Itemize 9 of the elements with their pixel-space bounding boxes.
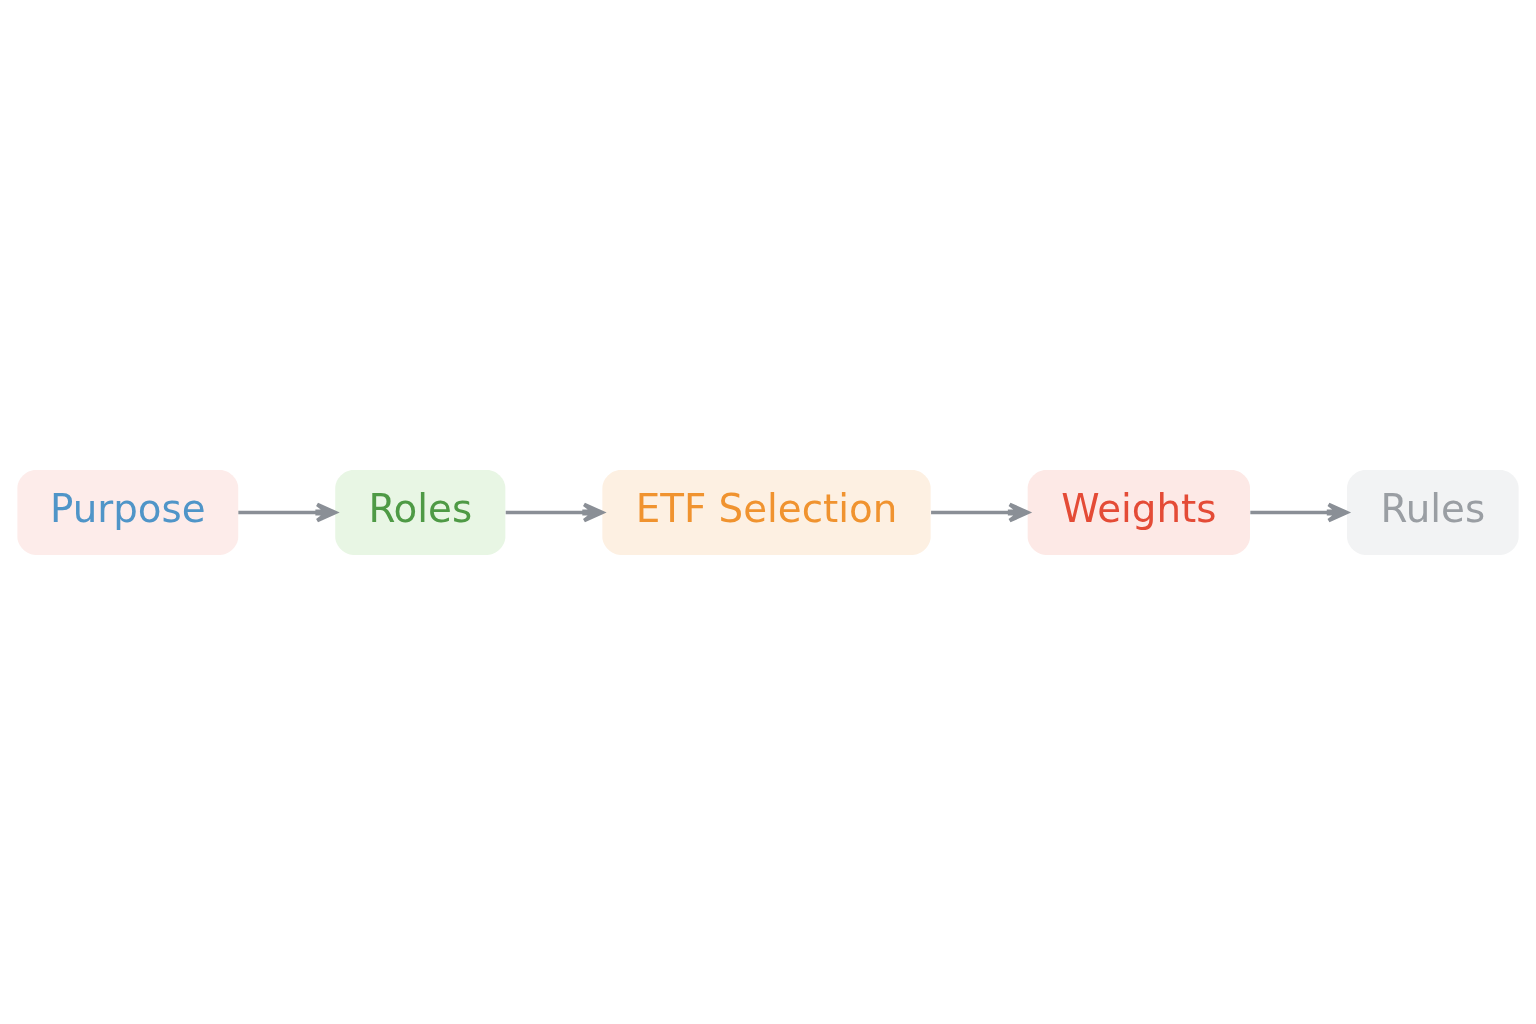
node-box: ETF Selection: [602, 469, 931, 555]
arrow: [1250, 502, 1349, 522]
node-box: Purpose: [17, 469, 239, 555]
node-box: Weights: [1027, 469, 1250, 555]
arrow: [238, 502, 337, 522]
node-box: Rules: [1347, 469, 1519, 555]
arrow: [931, 502, 1030, 522]
node-box: Roles: [335, 469, 506, 555]
arrow: [505, 502, 604, 522]
